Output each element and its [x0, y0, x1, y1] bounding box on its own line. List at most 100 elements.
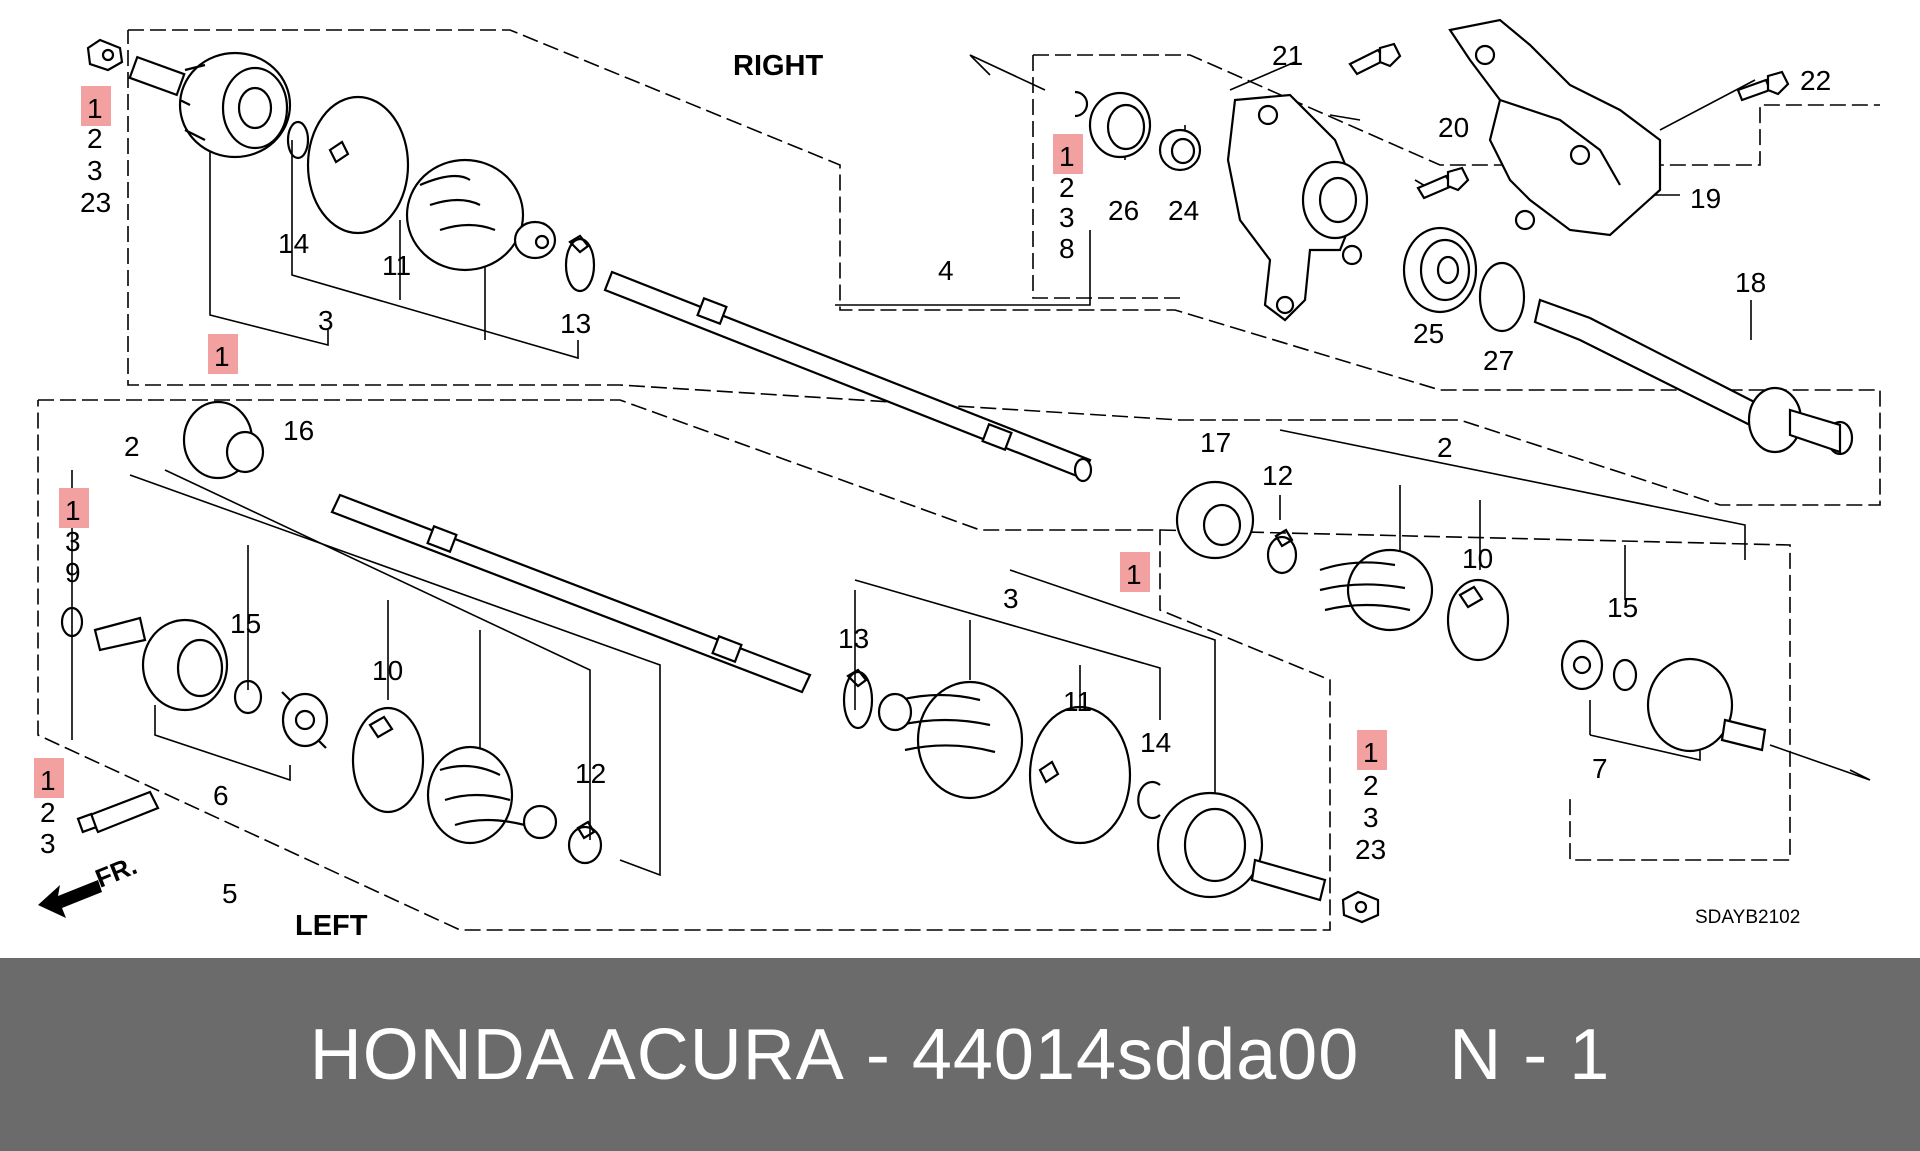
- right-seal-24-icon: [1158, 128, 1202, 172]
- front-direction-indicator: FR.: [38, 850, 141, 918]
- callout-23: 23: [1355, 834, 1386, 865]
- left-grease-tube-icon: [76, 790, 160, 834]
- callout-20: 20: [1438, 112, 1469, 143]
- left-outer-nut-icon: [1341, 890, 1380, 924]
- left-circlip-14-icon: [1137, 780, 1161, 820]
- callout-2: 2: [87, 123, 103, 154]
- callout-15: 15: [1607, 592, 1638, 623]
- callout-2: 2: [124, 431, 140, 462]
- left-spider-icon: [281, 691, 329, 749]
- left-boot-band-10-icon: [351, 706, 425, 814]
- callout-10: 10: [372, 655, 403, 686]
- callout-2: 2: [1437, 432, 1453, 463]
- callout-2: 2: [40, 797, 56, 828]
- brand-name: HONDA ACURA: [309, 1014, 845, 1095]
- left-dynamic-damper-16-icon: [182, 400, 265, 480]
- left-boot-band-10b-icon: [1446, 578, 1510, 662]
- callout-9: 9: [65, 557, 81, 588]
- callout-14: 14: [278, 228, 309, 259]
- right-seal-26-icon: [1088, 91, 1152, 159]
- callout-1: 1: [1059, 141, 1075, 172]
- callout-3: 3: [87, 155, 103, 186]
- left-shaft-group-outline: [37, 399, 1331, 931]
- callout-3: 3: [1003, 583, 1019, 614]
- callout-25: 25: [1413, 318, 1444, 349]
- right-bolt-22-icon: [1736, 70, 1790, 102]
- callout-1: 1: [40, 765, 56, 796]
- callout-8: 8: [1059, 233, 1075, 264]
- callout-3: 3: [318, 305, 334, 336]
- left-inner-group-outline: [1159, 529, 1791, 861]
- callout-2: 2: [1059, 172, 1075, 203]
- banner-dash: -: [865, 1014, 891, 1095]
- left-boot-band-13-icon: [842, 668, 874, 730]
- right-heat-shield-19-icon: [1448, 18, 1662, 237]
- callout-18: 18: [1735, 267, 1766, 298]
- right-intermediate-shaft-18-icon: [1533, 298, 1854, 456]
- right-outer-boot-icon: [405, 158, 557, 272]
- callout-19: 19: [1690, 183, 1721, 214]
- right-bolt-21-icon: [1348, 42, 1402, 76]
- left-inner-boot-icon: [426, 745, 558, 845]
- callout-3: 3: [40, 828, 56, 859]
- right-bolt-20-icon: [1416, 166, 1470, 200]
- right-circlip-14-icon: [286, 120, 310, 160]
- right-shaft-icon: [603, 270, 1093, 483]
- callout-1: 1: [87, 93, 103, 124]
- right-boot-band-13-icon: [564, 234, 596, 293]
- right-outer-cv-joint-icon: [128, 51, 292, 159]
- part-number: 44014sdda00: [911, 1014, 1360, 1095]
- callout-6: 6: [213, 780, 229, 811]
- callout-11: 11: [1063, 686, 1092, 717]
- callout-24: 24: [1168, 195, 1199, 226]
- callout-15: 15: [230, 608, 261, 639]
- left-shaft-icon: [330, 493, 812, 694]
- callout-1: 1: [65, 495, 81, 526]
- callout-14: 14: [1140, 727, 1171, 758]
- callout-12: 12: [575, 758, 606, 789]
- callout-23: 23: [80, 187, 111, 218]
- highlight-badges: [34, 86, 1387, 798]
- right-bracket-lower-outline: [1032, 55, 1180, 299]
- callout-17: 17: [1200, 427, 1231, 458]
- callout-1: 1: [1363, 737, 1379, 768]
- left-direction-arrow: [1769, 744, 1871, 781]
- callout-2: 2: [1363, 770, 1379, 801]
- right-snap-ring-1-icon: [1074, 90, 1089, 118]
- callout-5: 5: [222, 878, 238, 909]
- leader-lines: [71, 61, 1756, 877]
- callout-13: 13: [560, 308, 591, 339]
- right-outer-nut-icon: [86, 38, 124, 72]
- right-header: RIGHT: [733, 50, 824, 82]
- left-inner-boot-2-icon: [1319, 548, 1434, 632]
- callout-1: 1: [214, 341, 230, 372]
- callout-16: 16: [283, 415, 314, 446]
- callout-4: 4: [938, 255, 954, 286]
- callout-10: 10: [1462, 543, 1493, 574]
- callout-12: 12: [1262, 460, 1293, 491]
- left-inboard-joint-7-icon: [1646, 657, 1767, 753]
- callout-3: 3: [1363, 802, 1379, 833]
- left-circlip-15-icon: [233, 679, 263, 715]
- right-circlip-27-icon: [1478, 261, 1526, 333]
- callout-21: 21: [1272, 40, 1303, 71]
- left-inboard-joint-6-icon: [93, 616, 229, 712]
- left-boot-band-12b-icon: [1266, 528, 1298, 575]
- callout-11: 11: [382, 250, 411, 281]
- left-outer-cv-joint-icon: [1156, 791, 1327, 902]
- left-damper-17-icon: [1175, 480, 1255, 560]
- callout-3: 3: [65, 526, 81, 557]
- right-bearing-25-icon: [1402, 226, 1478, 314]
- quantity-label: N - 1: [1449, 1014, 1611, 1095]
- callout-1: 1: [1126, 559, 1142, 590]
- left-boot-band-11-icon: [1028, 705, 1132, 845]
- left-circlip-15b-icon: [1612, 658, 1638, 692]
- callout-27: 27: [1483, 345, 1514, 376]
- callout-3: 3: [1059, 202, 1075, 233]
- callout-22: 22: [1800, 65, 1831, 96]
- right-shaft-group-outline: [127, 29, 1881, 506]
- part-info-banner: HONDA ACURA - 44014sdda00 N - 1: [0, 958, 1920, 1151]
- callout-26: 26: [1108, 195, 1139, 226]
- right-support-bracket-icon: [1226, 93, 1369, 322]
